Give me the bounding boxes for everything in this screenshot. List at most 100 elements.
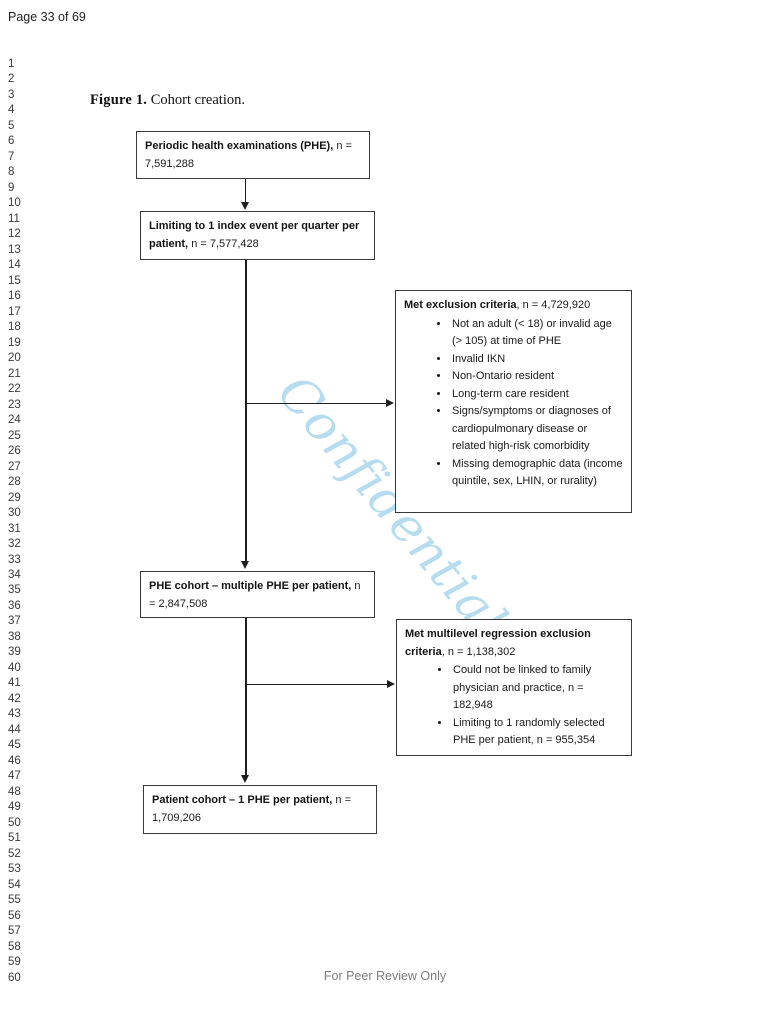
line-number: 54: [8, 878, 21, 891]
line-number: 21: [8, 367, 21, 380]
line-number: 22: [8, 383, 21, 396]
flowchart-box-phe-cohort: PHE cohort – multiple PHE per patient, n…: [140, 571, 375, 618]
connector-branch-regression: [245, 683, 388, 686]
box-cohort-count: n = 2,847,508: [149, 580, 361, 610]
line-number: 53: [8, 863, 21, 876]
page-number-header: Page 33 of 69: [8, 10, 86, 24]
line-number: 9: [8, 181, 15, 194]
line-number: 15: [8, 274, 21, 287]
flowchart-box-regression-exclusion: Met multilevel regression exclusion crit…: [396, 619, 632, 756]
line-number: 6: [8, 135, 15, 148]
line-number: 38: [8, 630, 21, 643]
arrowhead-down-icon: [240, 202, 249, 210]
flowchart-box-limit: Limiting to 1 index event per quarter pe…: [140, 211, 375, 260]
figure-caption-text: Cohort creation.: [147, 92, 245, 108]
box-phe-count: n = 7,591,288: [145, 140, 352, 170]
line-number: 42: [8, 692, 21, 705]
arrowhead-right-icon: [386, 398, 394, 407]
connector-phe-to-limit: [244, 178, 247, 203]
connector-cohort-to-patient: [245, 617, 247, 776]
line-number: 39: [8, 646, 21, 659]
line-number: 50: [8, 816, 21, 829]
flowchart-box-patient-cohort: Patient cohort – 1 PHE per patient, n = …: [143, 785, 377, 834]
line-number: 1: [8, 58, 15, 70]
arrowhead-down-icon: [241, 561, 249, 569]
line-number: 20: [8, 352, 21, 365]
line-number: 41: [8, 677, 21, 690]
line-number: 51: [8, 832, 21, 845]
line-number: 5: [8, 119, 15, 132]
line-number: 19: [8, 336, 21, 349]
line-number: 4: [8, 104, 15, 117]
line-number: 12: [8, 228, 21, 241]
figure-caption: Figure 1. Cohort creation.: [90, 92, 245, 109]
exclusion-bullet-list: Not an adult (< 18) or invalid age (> 10…: [404, 316, 623, 491]
line-number: 31: [8, 522, 21, 535]
box-patient-count: n = 1,709,206: [152, 794, 351, 824]
bullet-item: Missing demographic data (income quintil…: [450, 456, 623, 491]
line-number: 60: [8, 971, 21, 984]
regression-bullet-list: Could not be linked to family physician …: [405, 662, 623, 750]
peer-review-footer: For Peer Review Only: [323, 969, 447, 983]
connector-branch-exclusion: [245, 402, 387, 405]
line-number: 18: [8, 321, 21, 334]
line-number: 49: [8, 801, 21, 814]
line-number: 16: [8, 290, 21, 303]
line-number: 44: [8, 723, 21, 736]
line-number: 13: [8, 243, 21, 256]
flowchart-box-exclusion: Met exclusion criteria, n = 4,729,920 No…: [395, 290, 632, 513]
line-number: 2: [8, 73, 15, 86]
box-regression-title: Met multilevel regression exclusion crit…: [405, 628, 591, 658]
line-number: 3: [8, 88, 15, 101]
bullet-item: Limiting to 1 randomly selected PHE per …: [451, 715, 623, 750]
box-exclusion-title: Met exclusion criteria, n = 4,729,920: [404, 299, 591, 311]
bullet-item: Not an adult (< 18) or invalid age (> 10…: [450, 316, 623, 351]
bullet-item: Signs/symptoms or diagnoses of cardiopul…: [450, 403, 623, 456]
line-number: 48: [8, 785, 21, 798]
connector-limit-to-cohort: [245, 259, 247, 562]
line-number: 30: [8, 507, 21, 520]
line-number: 29: [8, 491, 21, 504]
line-number: 25: [8, 429, 21, 442]
line-number: 8: [8, 166, 15, 179]
flowchart-box-phe: Periodic health examinations (PHE), n = …: [136, 131, 370, 179]
line-number: 56: [8, 909, 21, 922]
line-number: 28: [8, 476, 21, 489]
bullet-item: Could not be linked to family physician …: [451, 662, 623, 715]
line-number: 57: [8, 925, 21, 938]
line-number: 23: [8, 398, 21, 411]
bullet-item: Non-Ontario resident: [450, 368, 623, 386]
line-number: 59: [8, 956, 21, 969]
arrowhead-right-icon: [387, 679, 395, 688]
line-number: 43: [8, 708, 21, 721]
line-number: 45: [8, 739, 21, 752]
box-cohort-label: PHE cohort – multiple PHE per patient,: [149, 580, 352, 592]
line-number: 35: [8, 584, 21, 597]
box-limit-count: n = 7,577,428: [191, 238, 259, 250]
line-number: 47: [8, 770, 21, 783]
line-number: 17: [8, 305, 21, 318]
figure-caption-label: Figure 1.: [90, 92, 148, 108]
line-number: 24: [8, 414, 21, 427]
box-phe-label: Periodic health examinations (PHE),: [145, 140, 334, 152]
line-number: 34: [8, 568, 21, 581]
line-number: 27: [8, 460, 21, 473]
line-number: 36: [8, 599, 21, 612]
bullet-item: Invalid IKN: [450, 351, 623, 369]
line-number: 40: [8, 661, 21, 674]
line-number: 11: [8, 212, 20, 225]
line-number: 37: [8, 615, 21, 628]
line-number: 58: [8, 940, 21, 953]
arrowhead-down-icon: [241, 775, 249, 783]
line-number: 26: [8, 445, 21, 458]
box-limit-label: Limiting to 1 index event per quarter pe…: [149, 220, 360, 250]
line-number: 52: [8, 847, 21, 860]
line-number: 10: [8, 197, 21, 210]
line-number: 7: [8, 150, 15, 163]
box-patient-label: Patient cohort – 1 PHE per patient,: [152, 794, 333, 806]
bullet-item: Long-term care resident: [450, 386, 623, 404]
line-number: 32: [8, 538, 21, 551]
line-number: 14: [8, 259, 21, 272]
